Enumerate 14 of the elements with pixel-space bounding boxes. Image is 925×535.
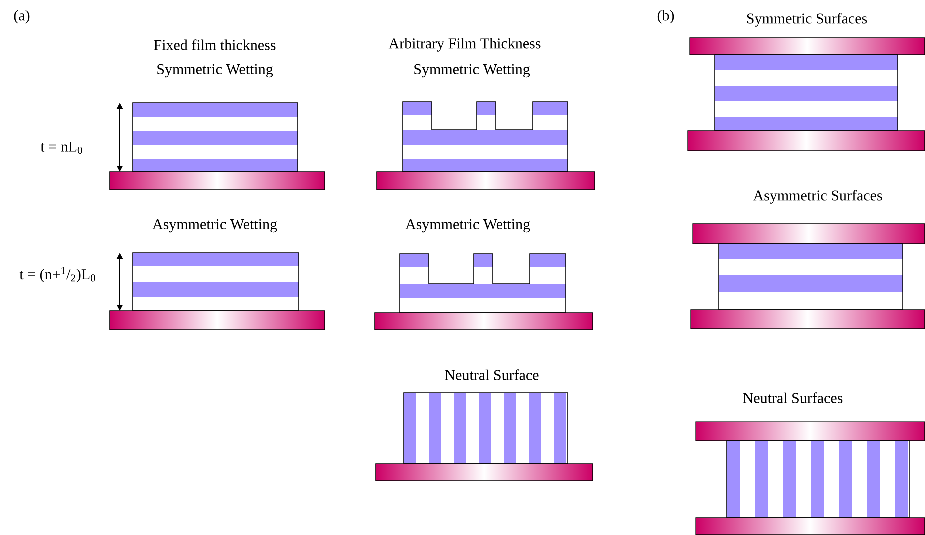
- panel-title: Neutral Surfaces: [743, 392, 843, 404]
- panel-label: (b): [658, 10, 674, 24]
- panel-title: Symmetric Surfaces: [747, 13, 868, 27]
- panel-title: Fixed film thickness: [154, 40, 276, 50]
- thickness-label: t = nL$_{0}$: [40, 142, 82, 154]
- thickness-label: t = (n+$^{1}$/$_{2}$)L$_{0}$: [20, 267, 96, 283]
- panel-title: Asymmetric Wetting: [406, 219, 530, 233]
- panel-title: Arbitrary Film Thickness: [388, 38, 541, 52]
- panel-title: Asymmetric Surfaces: [753, 190, 882, 204]
- panel-title: Neutral Surface: [445, 370, 539, 380]
- panel-title: Symmetric Wetting: [414, 64, 530, 78]
- panel-title: Symmetric Wetting: [158, 64, 274, 78]
- panel-title: Asymmetric Wetting: [152, 219, 278, 233]
- panel-label: (a): [14, 10, 30, 24]
